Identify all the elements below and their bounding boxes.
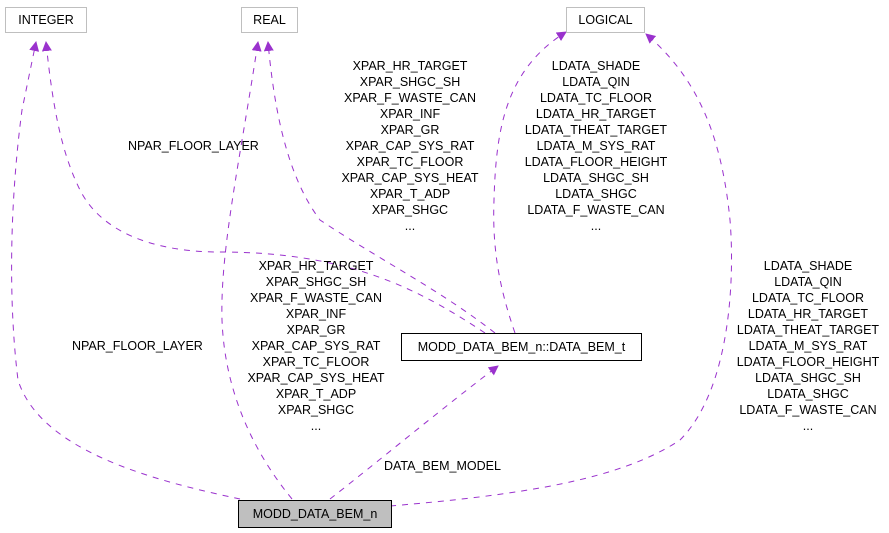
edge-label-data-bem-model: DATA_BEM_MODEL <box>384 458 501 474</box>
edge-label-line: ... <box>310 419 322 433</box>
node-real-label: REAL <box>253 13 286 27</box>
edge-label-line: XPAR_T_ADP <box>369 187 451 201</box>
edge-label-line: XPAR_TC_FLOOR <box>356 155 464 169</box>
edge-t-to-integer <box>41 41 486 334</box>
node-logical[interactable]: LOGICAL <box>566 7 645 33</box>
edge-label-line: XPAR_INF <box>285 307 347 321</box>
edge-label-integer-from-t: NPAR_FLOOR_LAYER <box>128 138 259 154</box>
edge-label-line: XPAR_CAP_SYS_RAT <box>251 339 381 353</box>
edge-label-line: LDATA_QIN <box>774 275 842 289</box>
edge-label-line: XPAR_SHGC <box>277 403 355 417</box>
edge-label-integer-from-module: NPAR_FLOOR_LAYER <box>72 338 203 354</box>
node-modd-data-bem-n-label: MODD_DATA_BEM_n <box>252 507 378 521</box>
edge-label-line: XPAR_F_WASTE_CAN <box>344 91 476 105</box>
edge-label-line: LDATA_M_SYS_RAT <box>748 339 868 353</box>
edge-label-line: XPAR_INF <box>379 107 441 121</box>
edge-label-line: LDATA_SHADE <box>551 59 641 73</box>
edge-label-line: LDATA_SHGC <box>555 187 637 201</box>
edge-label-line: ... <box>590 219 602 233</box>
edge-label-line: NPAR_FLOOR_LAYER <box>72 339 203 353</box>
edge-label-line: LDATA_TC_FLOOR <box>539 91 653 105</box>
node-real[interactable]: REAL <box>241 7 298 33</box>
edge-module-to-real <box>221 41 293 500</box>
edge-module-to-logical <box>389 33 733 507</box>
edge-label-line: LDATA_SHGC <box>767 387 849 401</box>
edge-label-logical-from-module: LDATA_SHADE LDATA_QIN LDATA_TC_FLOOR LDA… <box>728 258 888 434</box>
edge-label-line: DATA_BEM_MODEL <box>384 459 501 473</box>
edge-label-line: LDATA_SHADE <box>763 259 853 273</box>
edge-label-line: LDATA_THEAT_TARGET <box>736 323 880 337</box>
edge-label-line: XPAR_HR_TARGET <box>258 259 374 273</box>
edge-label-line: XPAR_CAP_SYS_RAT <box>345 139 475 153</box>
node-integer[interactable]: INTEGER <box>5 7 87 33</box>
edge-label-line: LDATA_FLOOR_HEIGHT <box>736 355 880 369</box>
edge-label-line: LDATA_TC_FLOOR <box>751 291 865 305</box>
edge-label-line: XPAR_SHGC_SH <box>265 275 367 289</box>
node-logical-label: LOGICAL <box>578 13 633 27</box>
edge-label-line: XPAR_T_ADP <box>275 387 357 401</box>
edge-label-line: LDATA_FLOOR_HEIGHT <box>524 155 668 169</box>
edge-module-to-integer <box>11 41 241 500</box>
edge-label-line: LDATA_THEAT_TARGET <box>524 123 668 137</box>
edge-t-to-real <box>263 41 496 334</box>
edge-label-line: LDATA_F_WASTE_CAN <box>527 203 665 217</box>
node-integer-label: INTEGER <box>18 13 74 27</box>
edge-label-line: LDATA_M_SYS_RAT <box>536 139 656 153</box>
node-modd-data-bem-n[interactable]: MODD_DATA_BEM_n <box>238 500 392 528</box>
edge-label-line: XPAR_HR_TARGET <box>352 59 468 73</box>
edge-label-line: LDATA_SHGC_SH <box>755 371 861 385</box>
edge-label-line: LDATA_QIN <box>562 75 630 89</box>
edge-label-real-from-t: XPAR_HR_TARGET XPAR_SHGC_SH XPAR_F_WASTE… <box>330 58 490 234</box>
edge-label-line: XPAR_TC_FLOOR <box>262 355 370 369</box>
edge-label-line: XPAR_CAP_SYS_HEAT <box>341 171 479 185</box>
node-data-bem-t[interactable]: MODD_DATA_BEM_n::DATA_BEM_t <box>401 333 642 361</box>
edge-label-line: LDATA_F_WASTE_CAN <box>739 403 877 417</box>
edge-label-line: XPAR_GR <box>380 123 440 137</box>
edge-label-line: XPAR_CAP_SYS_HEAT <box>247 371 385 385</box>
edge-label-line: XPAR_SHGC <box>371 203 449 217</box>
edge-label-line: NPAR_FLOOR_LAYER <box>128 139 259 153</box>
edge-label-line: XPAR_GR <box>286 323 346 337</box>
edge-label-line: LDATA_HR_TARGET <box>747 307 869 321</box>
node-data-bem-t-label: MODD_DATA_BEM_n::DATA_BEM_t <box>417 340 626 354</box>
edge-label-logical-from-t: LDATA_SHADE LDATA_QIN LDATA_TC_FLOOR LDA… <box>516 58 676 234</box>
edge-label-line: ... <box>802 419 814 433</box>
edge-label-line: LDATA_SHGC_SH <box>543 171 649 185</box>
edge-label-line: XPAR_F_WASTE_CAN <box>250 291 382 305</box>
edge-label-line: XPAR_SHGC_SH <box>359 75 461 89</box>
edge-label-real-from-module: XPAR_HR_TARGET XPAR_SHGC_SH XPAR_F_WASTE… <box>236 258 396 434</box>
edge-label-line: LDATA_HR_TARGET <box>535 107 657 121</box>
edge-label-line: ... <box>404 219 416 233</box>
